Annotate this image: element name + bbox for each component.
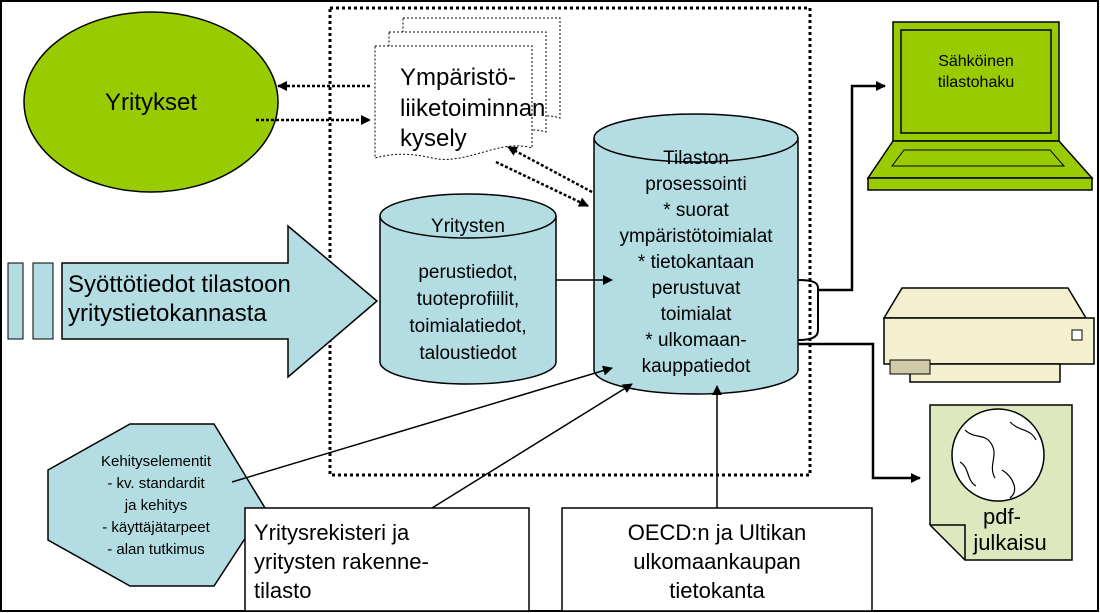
company-db-title: Yritysten	[431, 216, 505, 237]
survey-line-2: liiketoiminnan	[400, 95, 545, 122]
processing-db-top	[593, 113, 799, 163]
processing-line-4: ympäristötoimialat	[619, 226, 773, 247]
to-laptop-arrow	[818, 81, 886, 292]
development-line-1: Kehityselementit	[101, 453, 212, 470]
oecd-line-1: OECD:n ja Ultikan	[628, 520, 807, 545]
register-line-2: yritysten rakenne-	[254, 549, 429, 574]
laptop-line-1: Sähköinen	[938, 53, 1014, 70]
input-arrow-line-2: yritystietokannasta	[68, 300, 267, 327]
companies-label: Yritykset	[105, 89, 197, 116]
laptop-base	[867, 177, 1093, 191]
processing-to-survey-arrow	[507, 145, 593, 194]
register-line-3: tilasto	[254, 578, 311, 603]
system-boundary	[328, 6, 812, 477]
pdf-line-2: julkaisu	[972, 530, 1046, 555]
register-line-1: Yritysrekisteri ja	[254, 520, 410, 545]
printer-top	[882, 287, 1088, 319]
survey-page-front	[374, 45, 533, 160]
company-db-line-1: perustiedot,	[418, 262, 517, 283]
laptop-node: Sähköinen tilastohaku	[866, 21, 1094, 191]
processing-line-6: perustuvat	[652, 278, 741, 299]
processing-line-8: * ulkomaan-	[645, 330, 746, 351]
printer-button	[1071, 329, 1083, 341]
input-arrow-node: Syöttötiedot tilastoon yritystietokannas…	[7, 224, 379, 379]
input-arrow-stripe-1	[7, 262, 24, 340]
development-line-3: ja kehitys	[124, 497, 188, 514]
globe-continents	[959, 421, 1037, 499]
processing-line-3: * suorat	[663, 200, 729, 221]
input-arrow-stripe-2	[32, 262, 54, 340]
printer-tray	[909, 363, 1061, 383]
survey-line-1: Ympäristö-	[400, 64, 516, 91]
pdf-line-1: pdf-	[983, 504, 1021, 529]
processing-line-7: toimialat	[661, 304, 732, 325]
printer-foot	[889, 359, 931, 375]
laptop-line-2: tilastohaku	[938, 74, 1015, 91]
oecd-line-3: tietokanta	[669, 578, 765, 603]
register-box-frame	[244, 507, 530, 612]
register-to-processing-arrow	[431, 383, 633, 509]
laptop-screen	[900, 29, 1052, 134]
companies-node: Yritykset	[23, 11, 279, 193]
development-line-5: - alan tutkimus	[107, 541, 205, 558]
company-db-body	[379, 216, 557, 385]
processing-db-body	[593, 138, 799, 395]
survey-document: Ympäristö- liiketoiminnan kysely	[374, 17, 561, 160]
company-db-line-2: tuoteprofiilit,	[417, 289, 519, 310]
printer-body	[883, 317, 1095, 365]
output-brace	[797, 279, 819, 341]
to-pdf-arrow	[798, 342, 921, 483]
development-hexagon	[47, 423, 266, 587]
companies-ellipse	[23, 11, 279, 193]
development-line-4: - käyttäjätarpeet	[102, 519, 210, 536]
development-to-processing-arrow	[231, 365, 613, 483]
laptop-keys	[891, 149, 1066, 167]
survey-to-processing-arrow	[495, 160, 589, 208]
input-arrow-line-1: Syöttötiedot tilastoon	[68, 271, 291, 298]
processing-line-5: * tietokantaan	[638, 252, 754, 273]
development-node: Kehityselementit - kv. standardit ja keh…	[47, 423, 266, 587]
processing-line-1: Tilaston	[663, 148, 729, 169]
survey-line-3: kysely	[400, 125, 467, 152]
printer-icon	[882, 287, 1095, 383]
register-box: Yritysrekisteri ja yritysten rakenne- ti…	[244, 507, 530, 612]
company-db-line-3: toimialatiedot,	[409, 316, 526, 337]
oecd-box: OECD:n ja Ultikan ulkomaankaupan tietoka…	[561, 507, 873, 612]
company-db-top	[379, 193, 557, 239]
development-line-2: - kv. standardit	[107, 475, 205, 492]
input-arrow-shape	[61, 224, 379, 379]
processing-db-node: Tilaston prosessointi * suorat ympäristö…	[593, 113, 799, 395]
pdf-page-fold	[930, 524, 966, 560]
globe-icon	[951, 408, 1045, 502]
company-db-node: Yritysten perustiedot, tuoteprofiilit, t…	[379, 193, 557, 385]
processing-line-9: kauppatiedot	[642, 356, 752, 377]
oecd-box-frame	[561, 507, 873, 612]
oecd-line-2: ulkomaankaupan	[633, 549, 801, 574]
company-db-line-4: taloustiedot	[419, 343, 517, 364]
pdf-node: pdf- julkaisu	[929, 404, 1073, 561]
processing-line-2: prosessointi	[645, 174, 746, 195]
